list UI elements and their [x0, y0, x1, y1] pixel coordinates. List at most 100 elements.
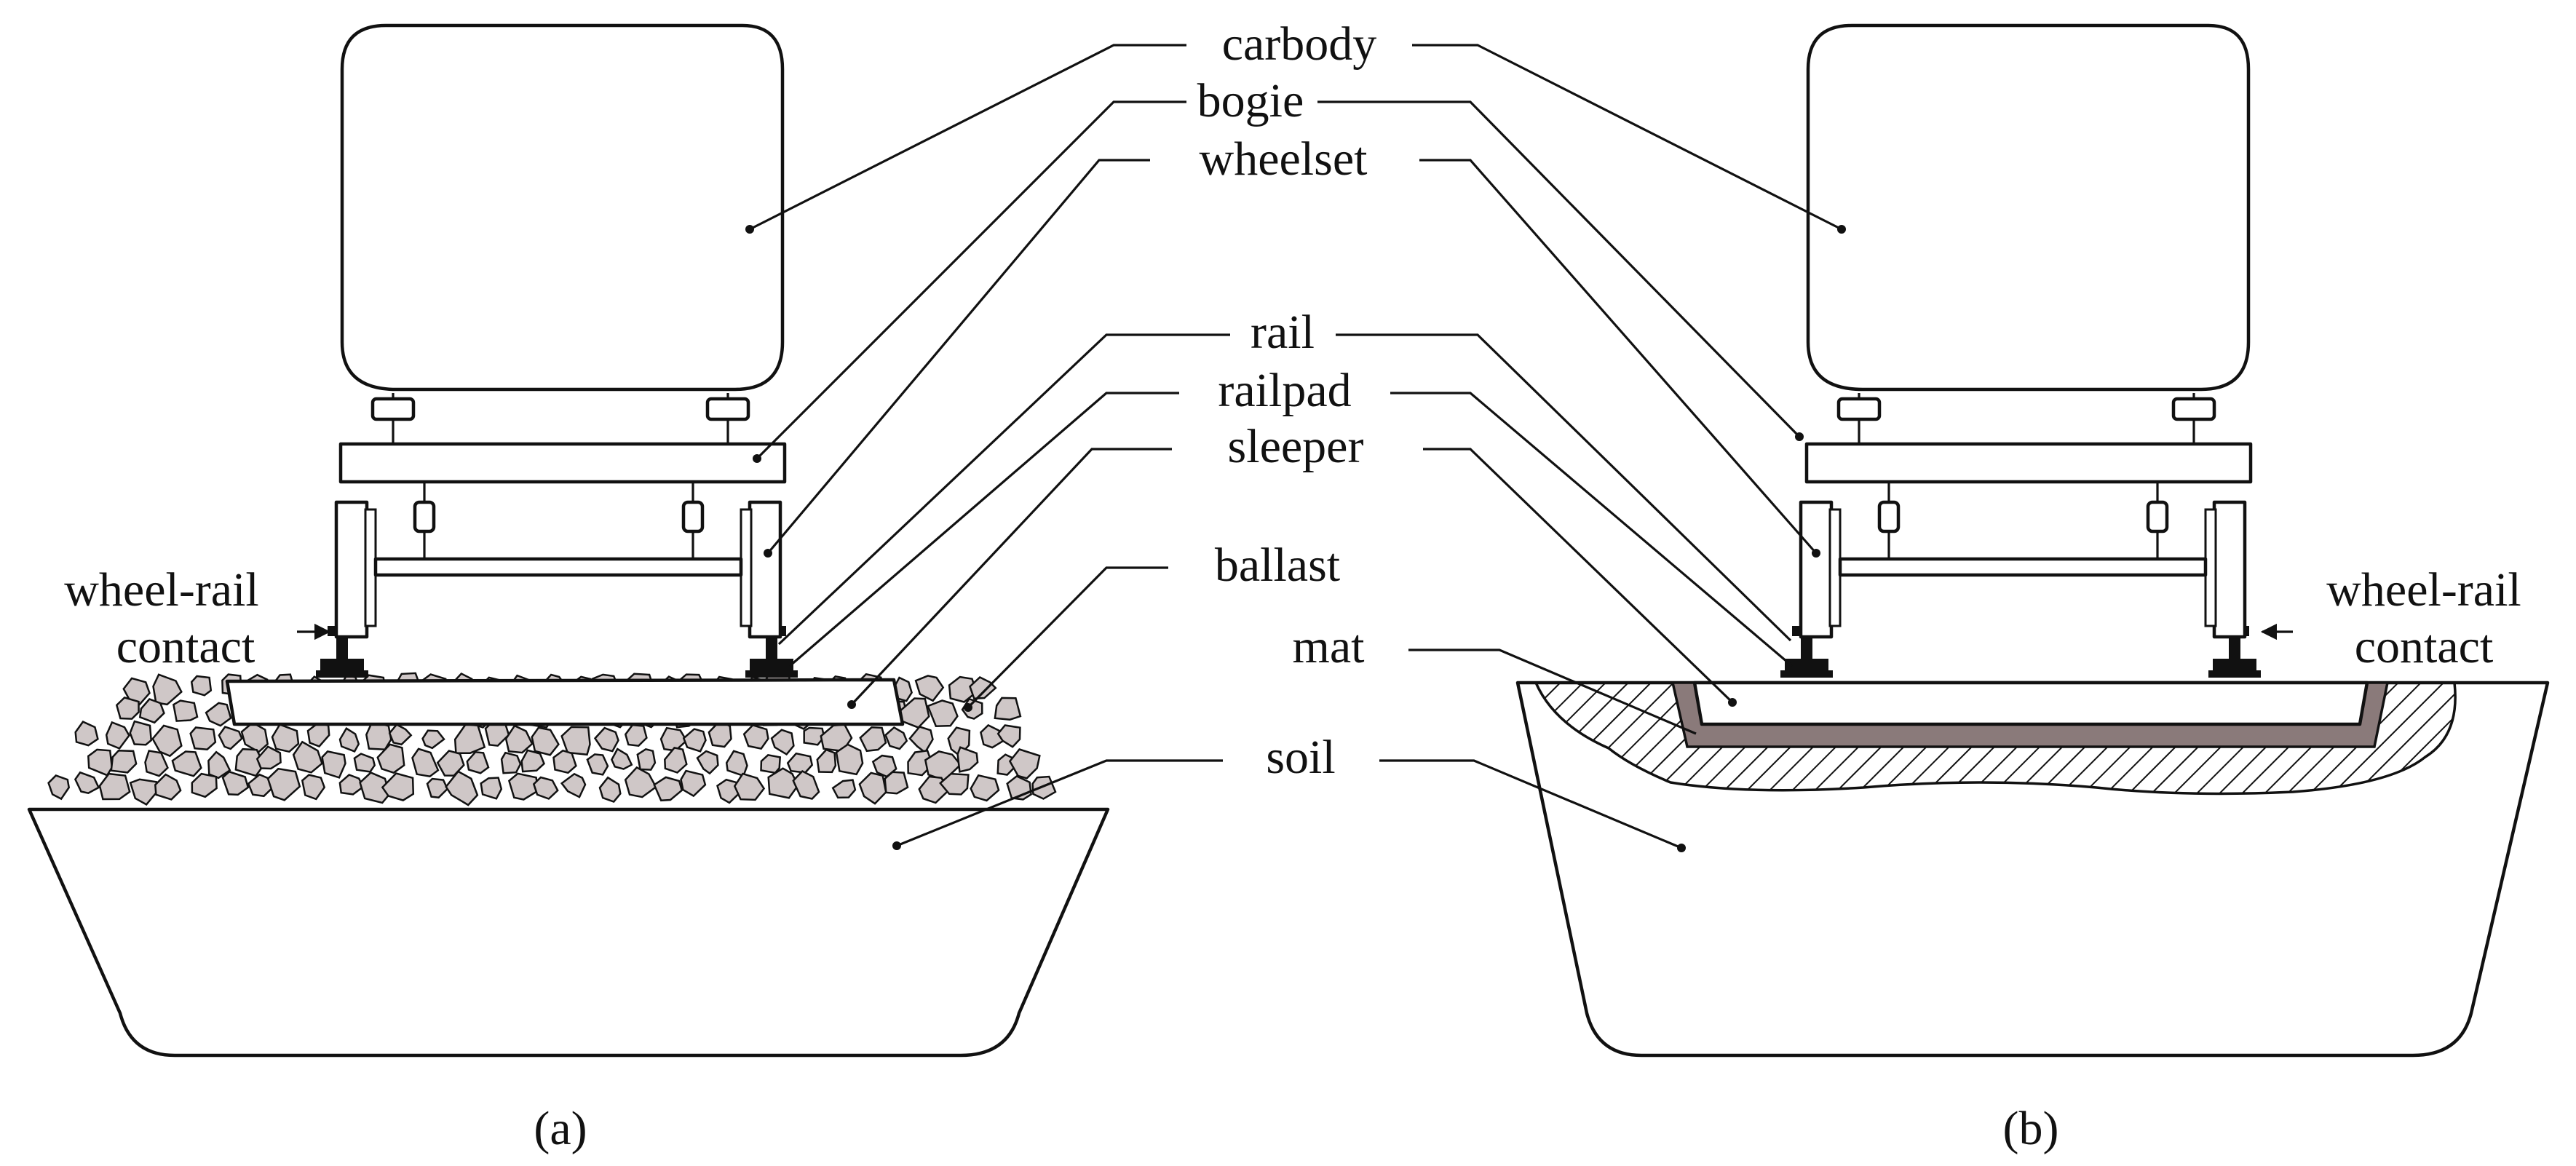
label-mat: mat [1293, 620, 1365, 673]
ballast-stone [338, 727, 360, 753]
ballast-stone [138, 698, 165, 724]
secondary-suspension-a [370, 393, 750, 444]
ballast-stone [453, 723, 486, 754]
ballast-stone [1031, 775, 1057, 800]
leader-dots [745, 225, 1846, 852]
ballast-stone [234, 747, 266, 777]
ballast-stone [306, 722, 330, 747]
ballast-stone [359, 772, 391, 804]
wheelset-a [334, 500, 782, 639]
ballast-stone [504, 724, 534, 754]
label-bogie: bogie [1197, 74, 1304, 127]
ballast-stone [725, 750, 748, 777]
ballast-stone [255, 745, 282, 770]
ballast-stone [760, 753, 782, 774]
ballast-stone [266, 767, 301, 801]
ballast-stone [152, 673, 183, 706]
ballast-stone [696, 750, 719, 775]
ballast-stone [500, 751, 522, 774]
ballast-stone [1008, 748, 1041, 780]
ballast-stone [994, 697, 1022, 721]
ballast-stone [74, 771, 100, 795]
sleeper-a [225, 678, 905, 726]
ballast-stone [171, 750, 202, 777]
ballast-stone [207, 750, 231, 780]
label-railpad: railpad [1218, 364, 1351, 417]
ballast-stone [480, 777, 503, 800]
ballast-stone [939, 772, 970, 796]
ballast-stone [105, 721, 130, 750]
ballast-stone [189, 726, 217, 750]
primary-suspension-a [413, 482, 705, 559]
ballast-stone [831, 779, 857, 799]
carbody-b [1806, 23, 2251, 392]
ballast-stone [816, 748, 837, 774]
leader-lines [749, 44, 1842, 849]
slab-b [1692, 681, 2369, 726]
ballast-stone [884, 771, 909, 795]
ballast-stone [388, 723, 413, 746]
label-carbody: carbody [1222, 17, 1377, 71]
wheelset-b [1799, 500, 2247, 639]
bogie-b [1804, 442, 2253, 484]
ballast-stone [908, 726, 934, 754]
secondary-suspension-b [1836, 393, 2216, 444]
label-rail: rail [1251, 306, 1315, 359]
ballast-stone [560, 772, 587, 798]
bogie-a [338, 442, 787, 484]
ballast-stone [421, 729, 445, 750]
primary-suspension-b [1877, 482, 2169, 559]
ballast-stone [969, 675, 997, 700]
railpad-b-right [2208, 670, 2261, 678]
ballast-stone [858, 772, 887, 805]
ballast-stone [381, 772, 415, 801]
ballast-stone [970, 774, 1000, 802]
ballast-stone [770, 729, 795, 756]
ballast-stone [598, 776, 622, 803]
ballast-stone [426, 777, 449, 799]
labels: carbody bogie wheelset rail railpad slee… [64, 17, 2521, 1155]
ballast-stone [948, 675, 978, 703]
ballast-stone [338, 774, 365, 796]
ballast-stone [996, 724, 1021, 748]
ballast-stone [190, 675, 213, 697]
ballast-stone [593, 726, 619, 753]
ballast-stone [292, 740, 323, 774]
ballast-stone [531, 726, 560, 756]
ballast-stone [466, 750, 490, 774]
label-soil: soil [1266, 731, 1335, 784]
ballast-stone [624, 766, 657, 798]
panel-b [1515, 23, 2550, 1058]
label-wheel-rail-b-1: wheel-rail [2326, 563, 2521, 616]
railpad-a-right [745, 670, 798, 678]
railpad-a-left [316, 670, 368, 678]
ballast-stone [240, 721, 269, 753]
ballast-stone [914, 675, 945, 702]
ballast-stone [87, 748, 114, 777]
ballast-stone [532, 776, 559, 800]
ballast-stone [835, 743, 864, 776]
ballast-stone [560, 726, 591, 756]
ballast-stone [110, 750, 138, 774]
ballast-stone [636, 747, 657, 771]
ballast-stone [221, 770, 250, 796]
ballast-stone [98, 772, 131, 801]
label-ballast: ballast [1215, 539, 1340, 592]
soil-a [27, 807, 1110, 1058]
panel-a [27, 23, 1110, 1058]
ballast-stone [191, 772, 218, 798]
label-wheel-rail-a-2: contact [116, 620, 255, 673]
ballast-stone [927, 699, 959, 727]
ballast-stone [884, 726, 908, 750]
ballast-stone [980, 723, 1004, 749]
ballast-stone [154, 773, 182, 801]
ballast-stone [786, 752, 814, 774]
ballast-stone [301, 774, 326, 801]
ballast-stone [767, 767, 799, 799]
ballast-stone [321, 750, 346, 779]
railpad-b-left [1780, 670, 1833, 678]
ballast-stone [708, 719, 732, 748]
ballast-stone [445, 770, 479, 806]
ballast-stone [792, 769, 820, 800]
